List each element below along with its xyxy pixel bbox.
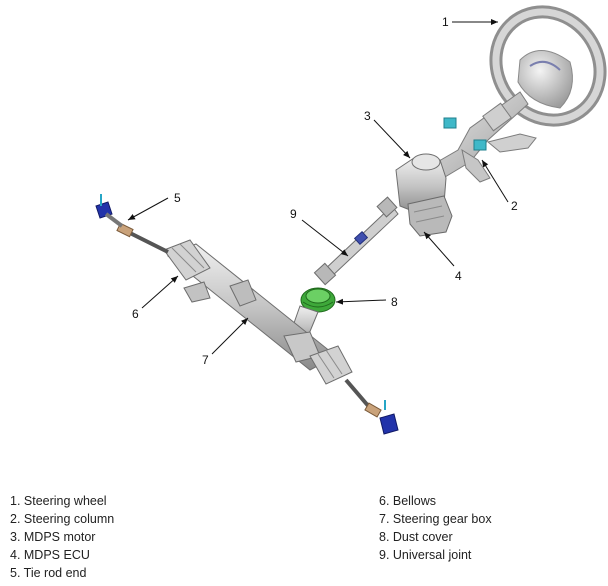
bellows-left: [163, 239, 211, 281]
legend-item: 6. Bellows: [379, 494, 436, 508]
callout-5: 5: [174, 191, 181, 205]
legend-item: 4. MDPS ECU: [10, 548, 90, 562]
legend-item: 7. Steering gear box: [379, 512, 492, 526]
callout-2: 2: [511, 199, 518, 213]
bellows-right: [309, 345, 353, 385]
legend-item: 1. Steering wheel: [10, 494, 107, 508]
legend-right: 6. Bellows 7. Steering gear box 8. Dust …: [379, 492, 492, 564]
mdps-ecu: [407, 195, 453, 237]
callout-3: 3: [364, 109, 371, 123]
callout-1: 1: [442, 15, 449, 29]
legend-item: 5. Tie rod end: [10, 566, 87, 580]
tie-rod-end-right: [379, 400, 399, 435]
steering-column: [419, 91, 537, 187]
legend-item: 8. Dust cover: [379, 530, 453, 544]
dust-cover: [300, 287, 336, 313]
callout-6: 6: [132, 307, 139, 321]
bracket-upper: [443, 117, 457, 129]
bracket-lower: [473, 139, 487, 151]
tie-rod-right: [344, 378, 382, 418]
tie-rod-left: [116, 222, 169, 254]
callout-leaders: [127, 19, 509, 355]
legend-item: 9. Universal joint: [379, 548, 472, 562]
universal-joint: [313, 196, 399, 286]
legend-item: 2. Steering column: [10, 512, 115, 526]
legend-left: 1. Steering wheel 2. Steering column 3. …: [10, 492, 114, 582]
legend-item: 3. MDPS motor: [10, 530, 96, 544]
callout-9: 9: [290, 207, 297, 221]
callout-8: 8: [391, 295, 398, 309]
tie-rod-end-left: [95, 194, 124, 228]
callout-7: 7: [202, 353, 209, 367]
steering-wheel: [489, 5, 607, 127]
steering-system-diagram: 1 2 3 4 5 6 7 8 9: [95, 5, 607, 435]
callout-4: 4: [455, 269, 462, 283]
